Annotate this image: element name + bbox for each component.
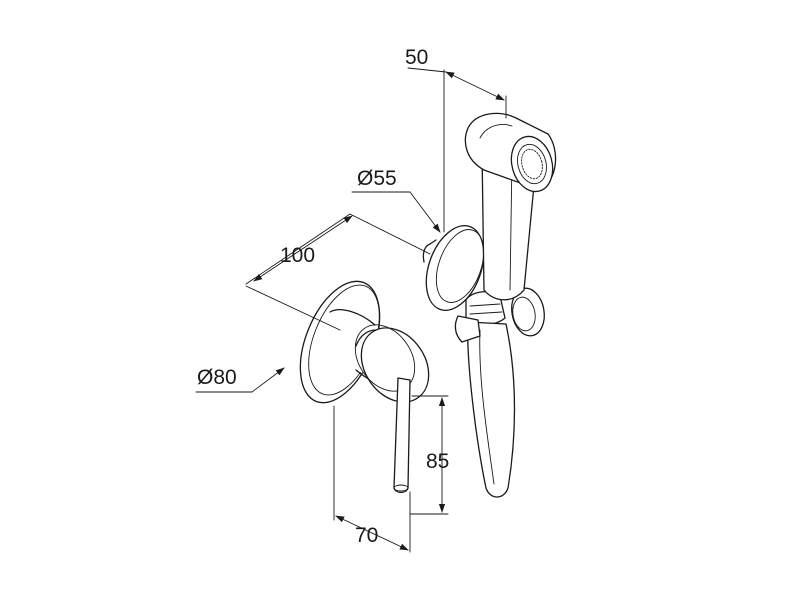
dimension-lever-height: 85 bbox=[409, 395, 449, 515]
hand-spray bbox=[464, 112, 557, 301]
spray-hose bbox=[454, 315, 516, 498]
mixer-valve bbox=[299, 280, 430, 494]
dim-label-holder-diameter: Ø55 bbox=[357, 167, 397, 190]
wall-outlet-holder bbox=[422, 225, 485, 311]
dimension-spray-width: 50 bbox=[405, 46, 507, 233]
dim-label-rosette-diameter: Ø80 bbox=[197, 366, 237, 389]
dimension-valve-depth: 100 bbox=[245, 213, 431, 331]
dim-label-valve-depth: 100 bbox=[280, 244, 315, 267]
valve-body bbox=[322, 309, 430, 403]
dimension-lever-projection: 70 bbox=[333, 405, 411, 553]
dim-label-lever-height: 85 bbox=[426, 450, 449, 473]
dimension-holder-diameter: Ø55 bbox=[351, 167, 441, 233]
dimension-rosette-diameter: Ø80 bbox=[195, 366, 285, 393]
dim-label-lever-projection: 70 bbox=[355, 524, 378, 547]
dim-label-spray-width: 50 bbox=[405, 46, 428, 69]
valve-lever bbox=[393, 377, 411, 494]
